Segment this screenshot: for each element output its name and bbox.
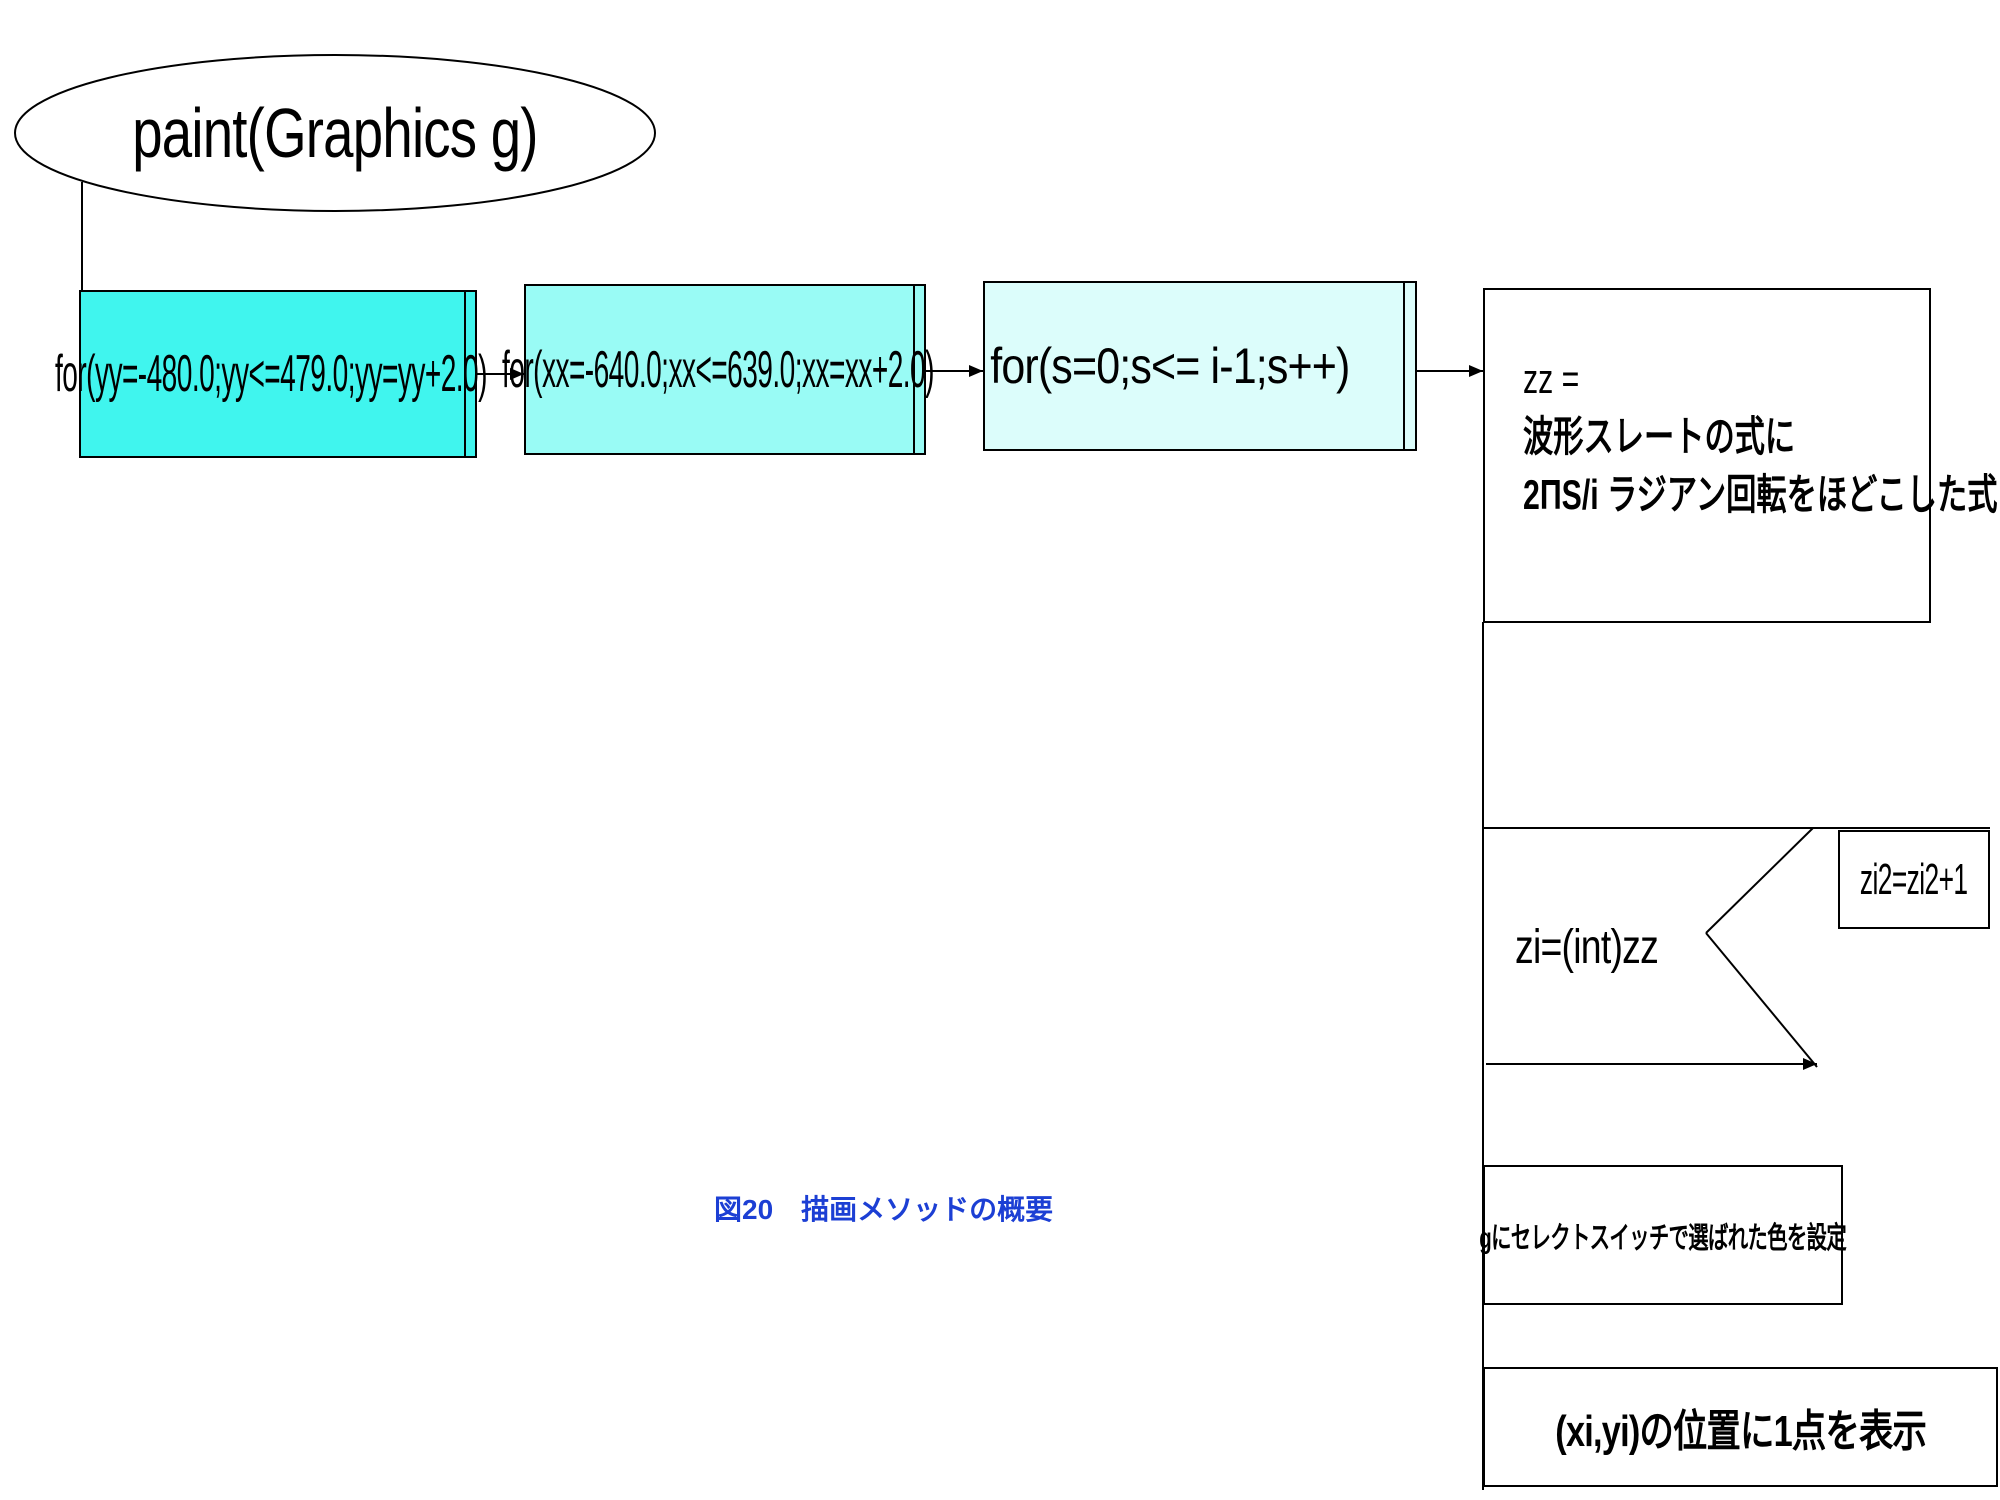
- loop-s: for(s=0;s<= i-1;s++): [983, 281, 1417, 451]
- figure-caption-label: 図20 描画メソッドの概要: [714, 1194, 1054, 1225]
- condition-diag-upper: [1705, 827, 1814, 934]
- start-ellipse: [14, 54, 656, 212]
- increment-box: zi2=zi2+1: [1838, 830, 1990, 929]
- plot-point-box: (xi,yi)の位置に1点を表示: [1483, 1367, 1998, 1487]
- process-zz-line-2: 波形スレートの式に: [1523, 413, 1796, 460]
- loop-rail: [913, 286, 915, 453]
- start-label: paint(Graphics g): [132, 94, 538, 172]
- loop-s-label: for(s=0;s<= i-1;s++): [990, 338, 1350, 394]
- loop-xx: for(xx=-640.0;xx<=639.0;xx=xx+2.0): [502, 284, 935, 455]
- figure-caption: 図20 描画メソッドの概要: [714, 1188, 1053, 1228]
- process-zz-line-3: 2ΠS/i ラジアン回転をほどこした式: [1523, 471, 1998, 518]
- loop-yy: for(yy=-480.0;yy<=479.0;yy=yy+2.0): [55, 290, 488, 458]
- process-zz-line-1: zz =: [1523, 355, 1580, 402]
- set-color-box: gにセレクトスイッチで選ばれた色を設定: [1480, 1165, 1847, 1305]
- process-zz-text: zz = 波形スレートの式に 2ΠS/i ラジアン回転をほどこした式: [1523, 350, 1997, 524]
- loop-rail: [1403, 283, 1405, 449]
- set-color-label: gにセレクトスイッチで選ばれた色を設定: [1479, 1222, 1847, 1255]
- loop-rail: [464, 292, 466, 456]
- assign-zi: zi=(int)zz: [1515, 920, 1698, 975]
- condition-diag-lower: [1705, 932, 1818, 1068]
- loop-xx-label: for(xx=-640.0;xx<=639.0;xx=xx+2.0): [502, 340, 934, 399]
- start-node: paint(Graphics g): [15, 60, 655, 206]
- process-zz: zz = 波形スレートの式に 2ΠS/i ラジアン回転をほどこした式: [1483, 288, 1997, 623]
- assign-zi-label: zi=(int)zz: [1515, 921, 1659, 974]
- loop-yy-label: for(yy=-480.0;yy<=479.0;yy=yy+2.0): [55, 345, 487, 403]
- plot-point-label: (xi,yi)の位置に1点を表示: [1555, 1407, 1927, 1456]
- increment-label: zi2=zi2+1: [1860, 854, 1968, 904]
